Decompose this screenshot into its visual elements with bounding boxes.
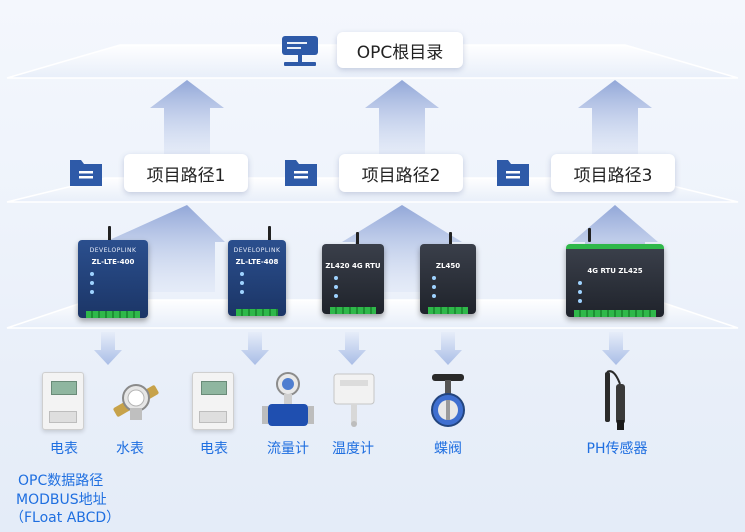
electric-meter-icon	[192, 372, 234, 430]
gateway-device: DEVELOPLINK ZL-LTE-408	[228, 240, 286, 316]
folder-label-2[interactable]: 项目路径2	[339, 154, 463, 192]
sensor-label: 电表	[200, 441, 228, 457]
electric-meter-icon	[42, 372, 84, 430]
down-arrows	[94, 332, 630, 365]
root-label[interactable]: OPC根目录	[337, 32, 463, 68]
up-arrow	[150, 80, 224, 160]
sensor-label: 温度计	[332, 441, 374, 457]
thermometer-sensor-icon	[332, 372, 376, 428]
folder-icon	[495, 156, 531, 188]
sensor-label: 流量计	[267, 441, 309, 457]
antenna	[108, 226, 111, 242]
folder-icon	[283, 156, 319, 188]
opc-path-note: OPC数据路径	[18, 473, 104, 489]
gateway-device: DEVELOPLINK ZL-LTE-400	[78, 240, 148, 318]
device-model: ZL-LTE-400	[91, 258, 135, 266]
flowmeter-icon	[262, 370, 314, 432]
device-model: ZL-LTE-408	[235, 258, 279, 266]
up-arrow	[578, 80, 652, 160]
up-arrow	[365, 80, 439, 160]
device-model: ZL420 4G RTU	[325, 262, 381, 270]
folder-label-1[interactable]: 项目路径1	[124, 154, 248, 192]
antenna	[449, 232, 452, 246]
sensor-label: PH传感器	[586, 441, 648, 457]
butterfly-valve-icon	[428, 370, 468, 430]
antenna	[268, 226, 271, 242]
device-model: 4G RTU ZL425	[587, 267, 643, 275]
antenna	[588, 228, 591, 242]
device-brand: DEVELOPLINK	[89, 247, 137, 254]
device-model: ZL450	[435, 262, 461, 270]
modbus-address-note: MODBUS地址	[16, 492, 107, 508]
ph-sensor-icon	[600, 368, 630, 432]
server-icon	[281, 35, 319, 71]
antenna	[356, 232, 359, 246]
folder-label-3[interactable]: 项目路径3	[551, 154, 675, 192]
device-brand: DEVELOPLINK	[233, 247, 281, 254]
rtu-device: 4G RTU ZL425	[566, 244, 664, 317]
sensor-label: 蝶阀	[434, 441, 462, 457]
folder-icon	[68, 156, 104, 188]
sensor-label: 水表	[116, 441, 144, 457]
float-format-note: （FLoat ABCD）	[10, 510, 121, 526]
rtu-device: ZL420 4G RTU	[322, 244, 384, 314]
rtu-device: ZL450	[420, 244, 476, 314]
sensor-label: 电表	[50, 441, 78, 457]
water-meter-icon	[108, 372, 164, 428]
